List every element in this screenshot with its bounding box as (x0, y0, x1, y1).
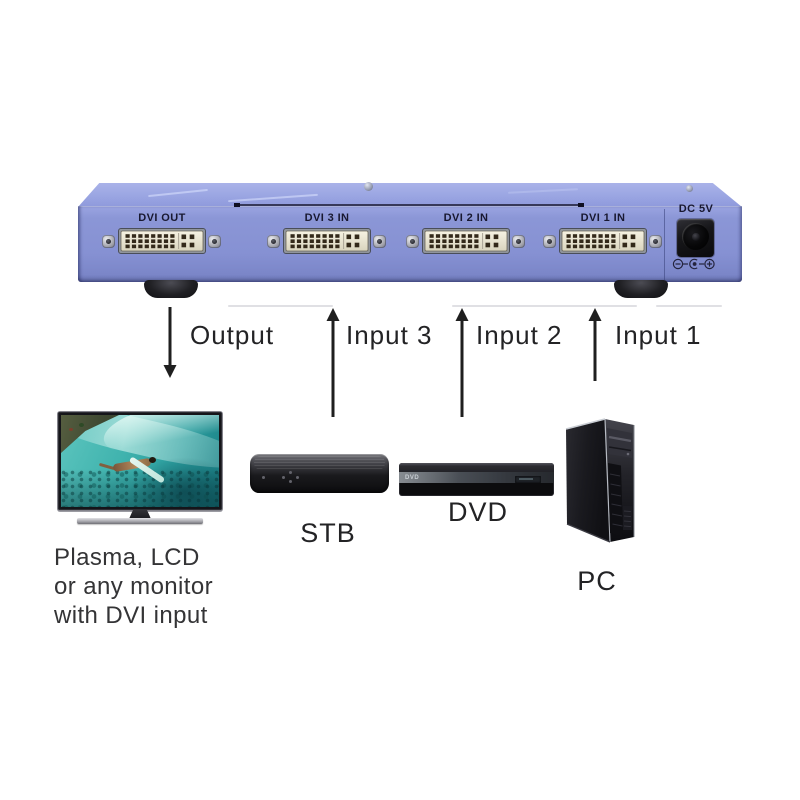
dvi-out-port: DVI OUT (92, 204, 232, 264)
up-arrow-icon (588, 308, 602, 381)
port-label-dvi-3-in: DVI 3 IN (304, 212, 350, 224)
standoff-screw-icon (267, 235, 280, 248)
dc-power-section: DC 5V (660, 203, 732, 275)
screen-art-swimmer (149, 457, 156, 463)
dvd-label: DVD (447, 497, 508, 527)
up-arrow-icon (455, 308, 469, 417)
dvd-logo: DVD (405, 475, 420, 481)
port-label-dvi-1-in: DVI 1 IN (580, 212, 626, 224)
monitor-screen (61, 415, 219, 507)
pc-label: PC (577, 566, 617, 596)
dvd-top-face (399, 463, 554, 472)
shadow (452, 305, 637, 307)
top-screw-icon (364, 182, 373, 191)
device-foot (614, 280, 668, 298)
standoff-screw-icon (102, 235, 115, 248)
dc-jack (677, 219, 714, 257)
monitor-caption-line-2: or any monitor (54, 573, 213, 600)
dvd-player: DVD (399, 463, 554, 496)
port-label-dvi-out: DVI OUT (138, 212, 186, 224)
down-arrow-icon (163, 307, 177, 378)
standoff-screw-icon (512, 235, 525, 248)
dvi-2-in-port: DVI 2 IN (396, 204, 536, 264)
monitor-caption: Plasma, LCD or any monitor with DVI inpu… (54, 543, 213, 630)
lid-seam (237, 204, 582, 206)
dc-5v-label: DC 5V (678, 203, 714, 215)
stb-label: STB (300, 518, 356, 548)
shadow (228, 305, 333, 307)
monitor-caption-line-1: Plasma, LCD (54, 544, 200, 571)
standoff-screw-icon (649, 235, 662, 248)
standoff-screw-icon (543, 235, 556, 248)
arrow-label-output: Output (190, 320, 275, 350)
dc-jack-hole (682, 223, 709, 250)
arrow-label-input-3: Input 3 (346, 320, 433, 350)
switch-top-face (78, 183, 742, 207)
dvi-3-in-port: DVI 3 IN (257, 204, 397, 264)
up-arrow-icon (326, 308, 340, 417)
stb-device (250, 454, 389, 493)
seam-notch (578, 203, 584, 207)
monitor-stand-neck (129, 510, 151, 519)
standoff-screw-icon (373, 235, 386, 248)
port-label-dvi-2-in: DVI 2 IN (443, 212, 489, 224)
panel-seam (664, 209, 665, 280)
dc-polarity-icon (672, 258, 715, 270)
top-screw-icon (686, 185, 693, 192)
monitor-caption-line-3: with DVI input (54, 602, 208, 629)
pc-tower (565, 418, 635, 543)
dvi-1-in-port: DVI 1 IN (533, 204, 673, 264)
shadow (656, 305, 722, 307)
arrow-label-input-2: Input 2 (476, 320, 563, 350)
dvd-front-band (399, 472, 554, 483)
monitor-stand-base (77, 518, 203, 524)
standoff-screw-icon (208, 235, 221, 248)
dvd-display-window (515, 476, 541, 483)
seam-notch (234, 203, 240, 207)
dc-jack-pin (692, 233, 700, 241)
arrow-label-input-1: Input 1 (615, 320, 702, 350)
device-foot (144, 280, 198, 298)
standoff-screw-icon (406, 235, 419, 248)
